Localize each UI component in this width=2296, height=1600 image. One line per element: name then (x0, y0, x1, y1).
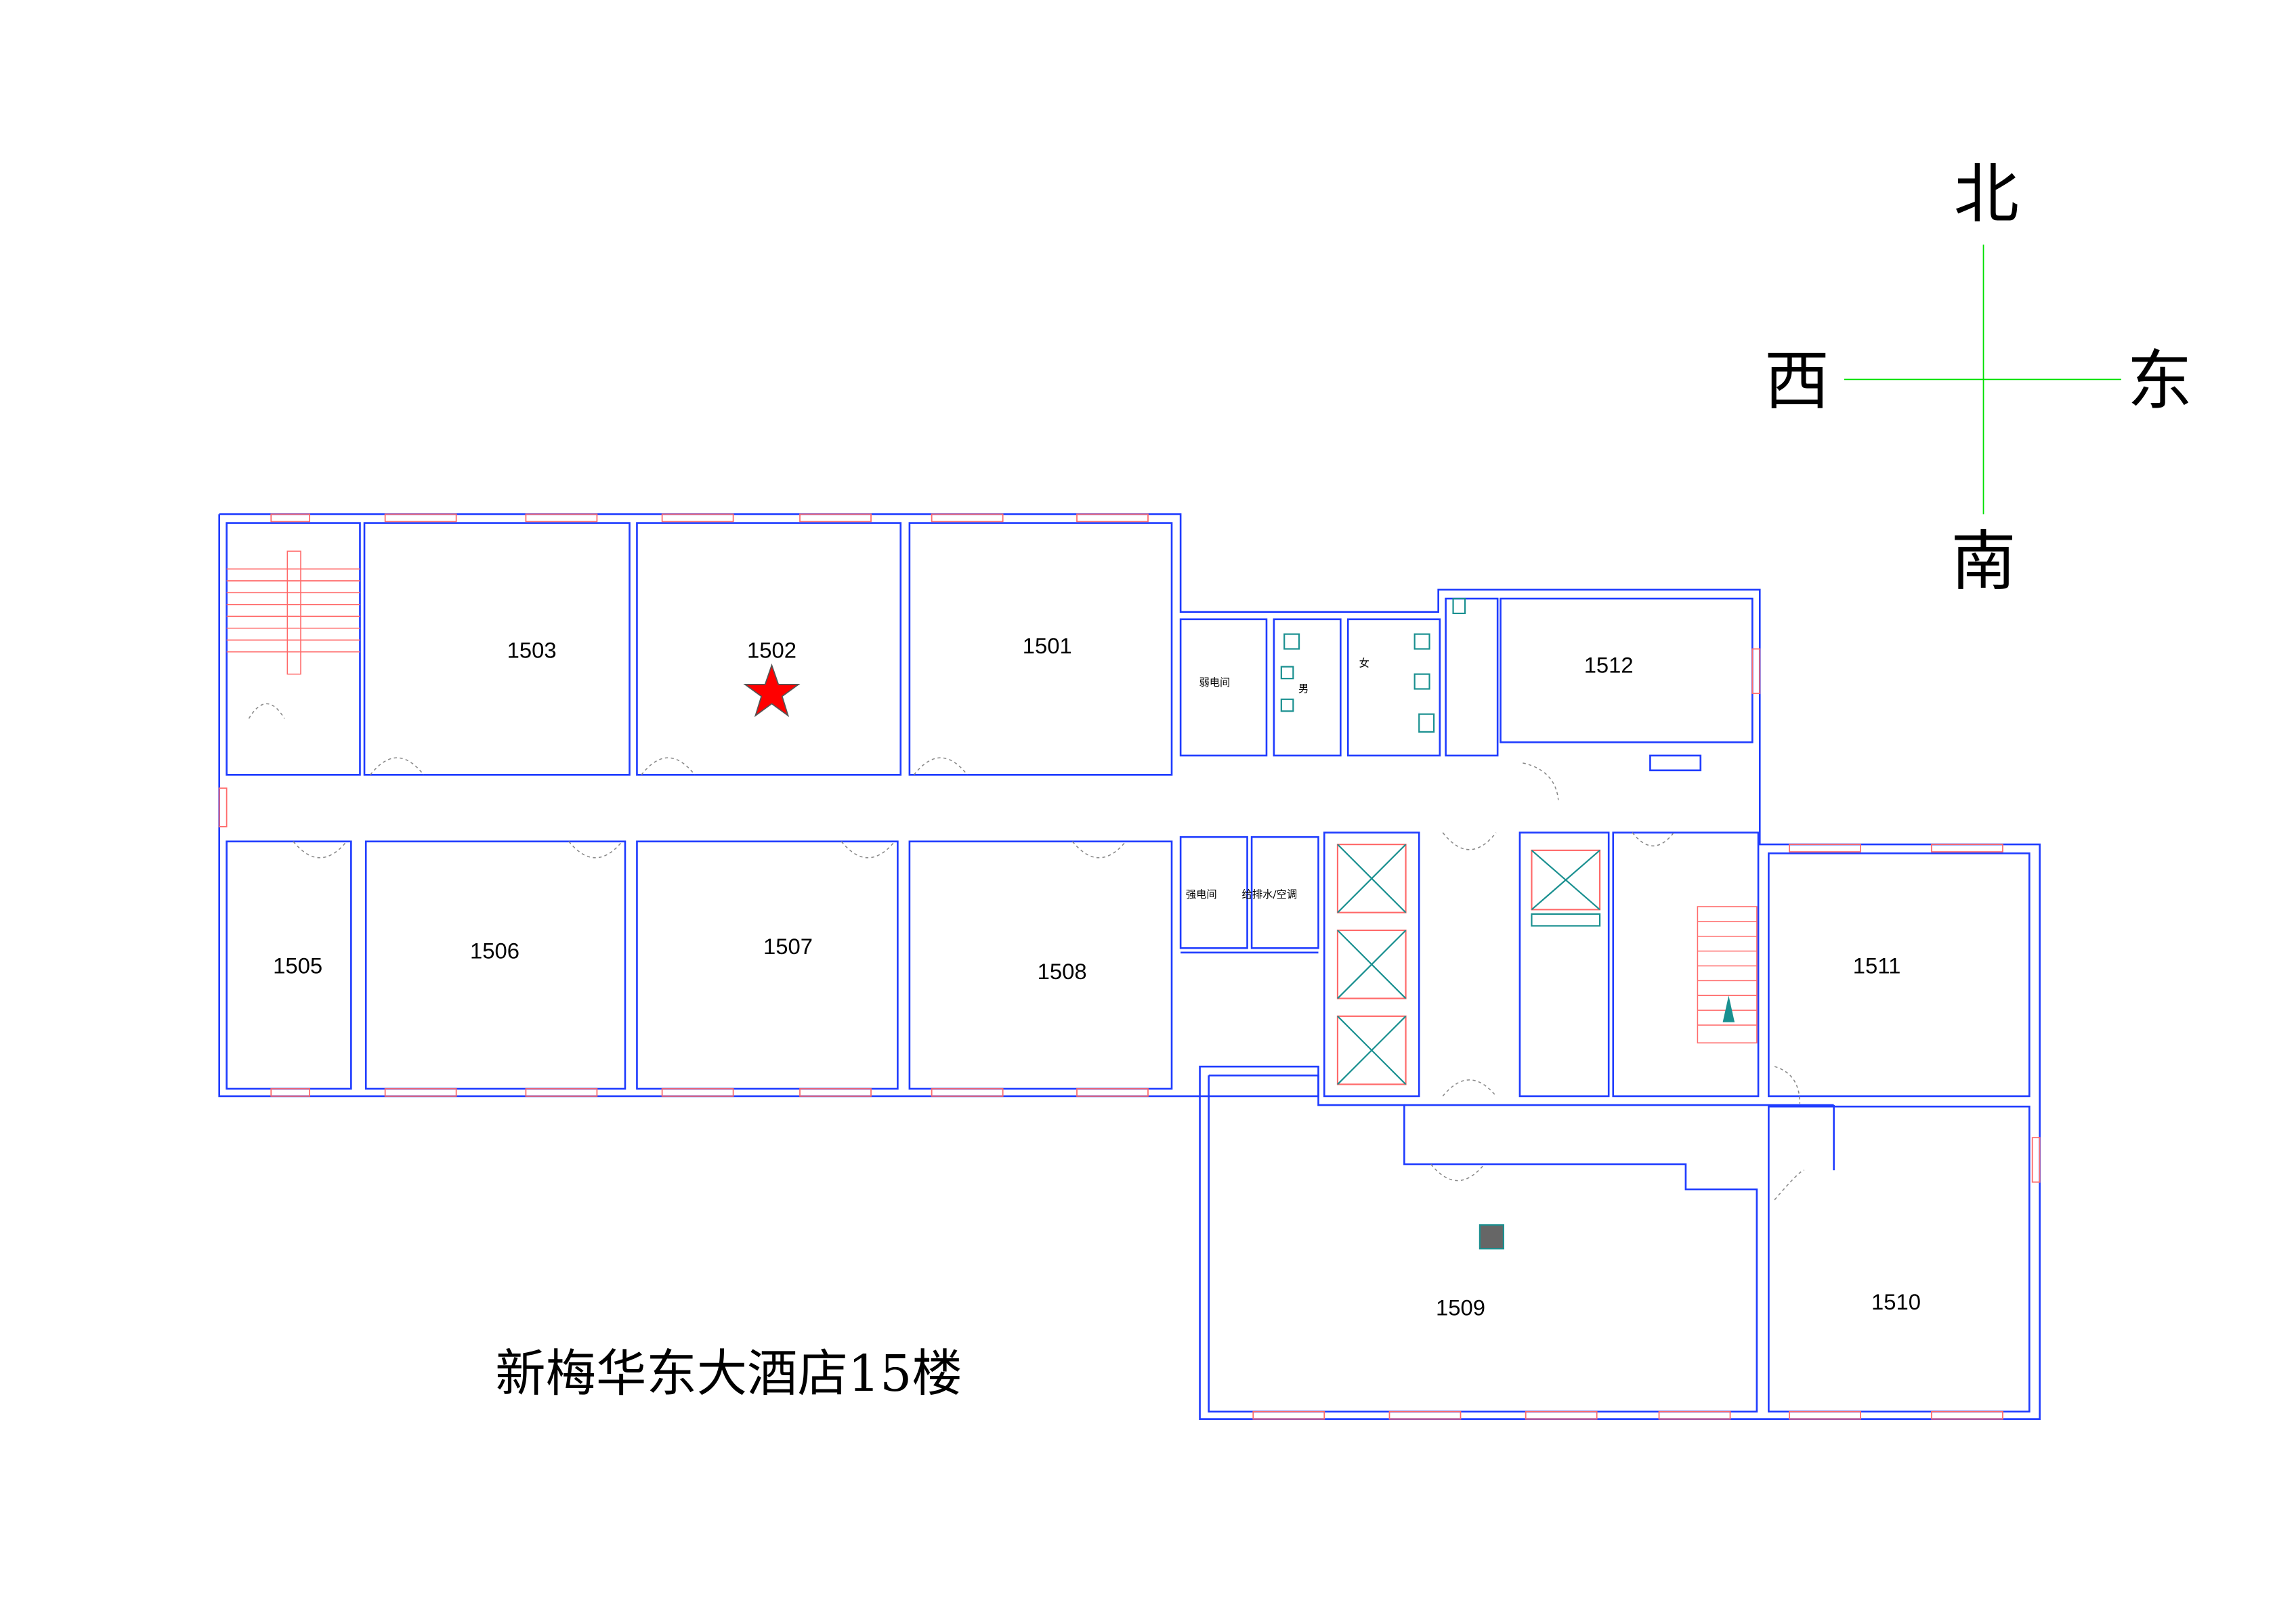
stair-east (1697, 906, 1758, 1043)
location-star-marker (743, 663, 801, 718)
room-1507: 1507 (763, 934, 813, 959)
room-labels: 1503 1502 1501 1512 1505 1506 1507 1508 … (273, 633, 1921, 1320)
compass-south: 南 (1951, 523, 2016, 599)
column-marker (1479, 1224, 1504, 1250)
label-women-restroom: 女 (1359, 657, 1369, 670)
floor-title: 新梅华东大酒店15楼 (495, 1344, 962, 1403)
room-1501: 1501 (1023, 633, 1072, 658)
label-weak-current-room: 弱电间 (1199, 676, 1230, 689)
label-strong-current-room: 强电间 (1186, 888, 1217, 901)
restroom-fixtures (1280, 597, 1466, 733)
room-1509: 1509 (1436, 1295, 1485, 1320)
room-1512: 1512 (1584, 652, 1634, 677)
compass-east: 东 (2127, 343, 2192, 418)
compass: 北 西 东 南 (1764, 156, 2192, 599)
compass-west: 西 (1764, 343, 1829, 418)
walls (218, 513, 2041, 1421)
room-1502: 1502 (747, 638, 796, 663)
label-plumbing-hvac-room: 给排水/空调 (1242, 888, 1298, 901)
stair-west (226, 550, 360, 675)
compass-north: 北 (1954, 156, 2019, 232)
up-arrow-icon (1722, 995, 1735, 1022)
room-1508: 1508 (1038, 959, 1087, 984)
elevators (1336, 844, 1601, 1085)
room-1506: 1506 (470, 938, 519, 964)
room-1505: 1505 (273, 953, 322, 978)
room-1510: 1510 (1871, 1289, 1921, 1314)
room-1511: 1511 (1853, 953, 1901, 978)
room-1503: 1503 (507, 638, 557, 663)
doors (248, 703, 1805, 1201)
windows (218, 513, 2041, 1420)
label-men-restroom: 男 (1298, 683, 1309, 695)
